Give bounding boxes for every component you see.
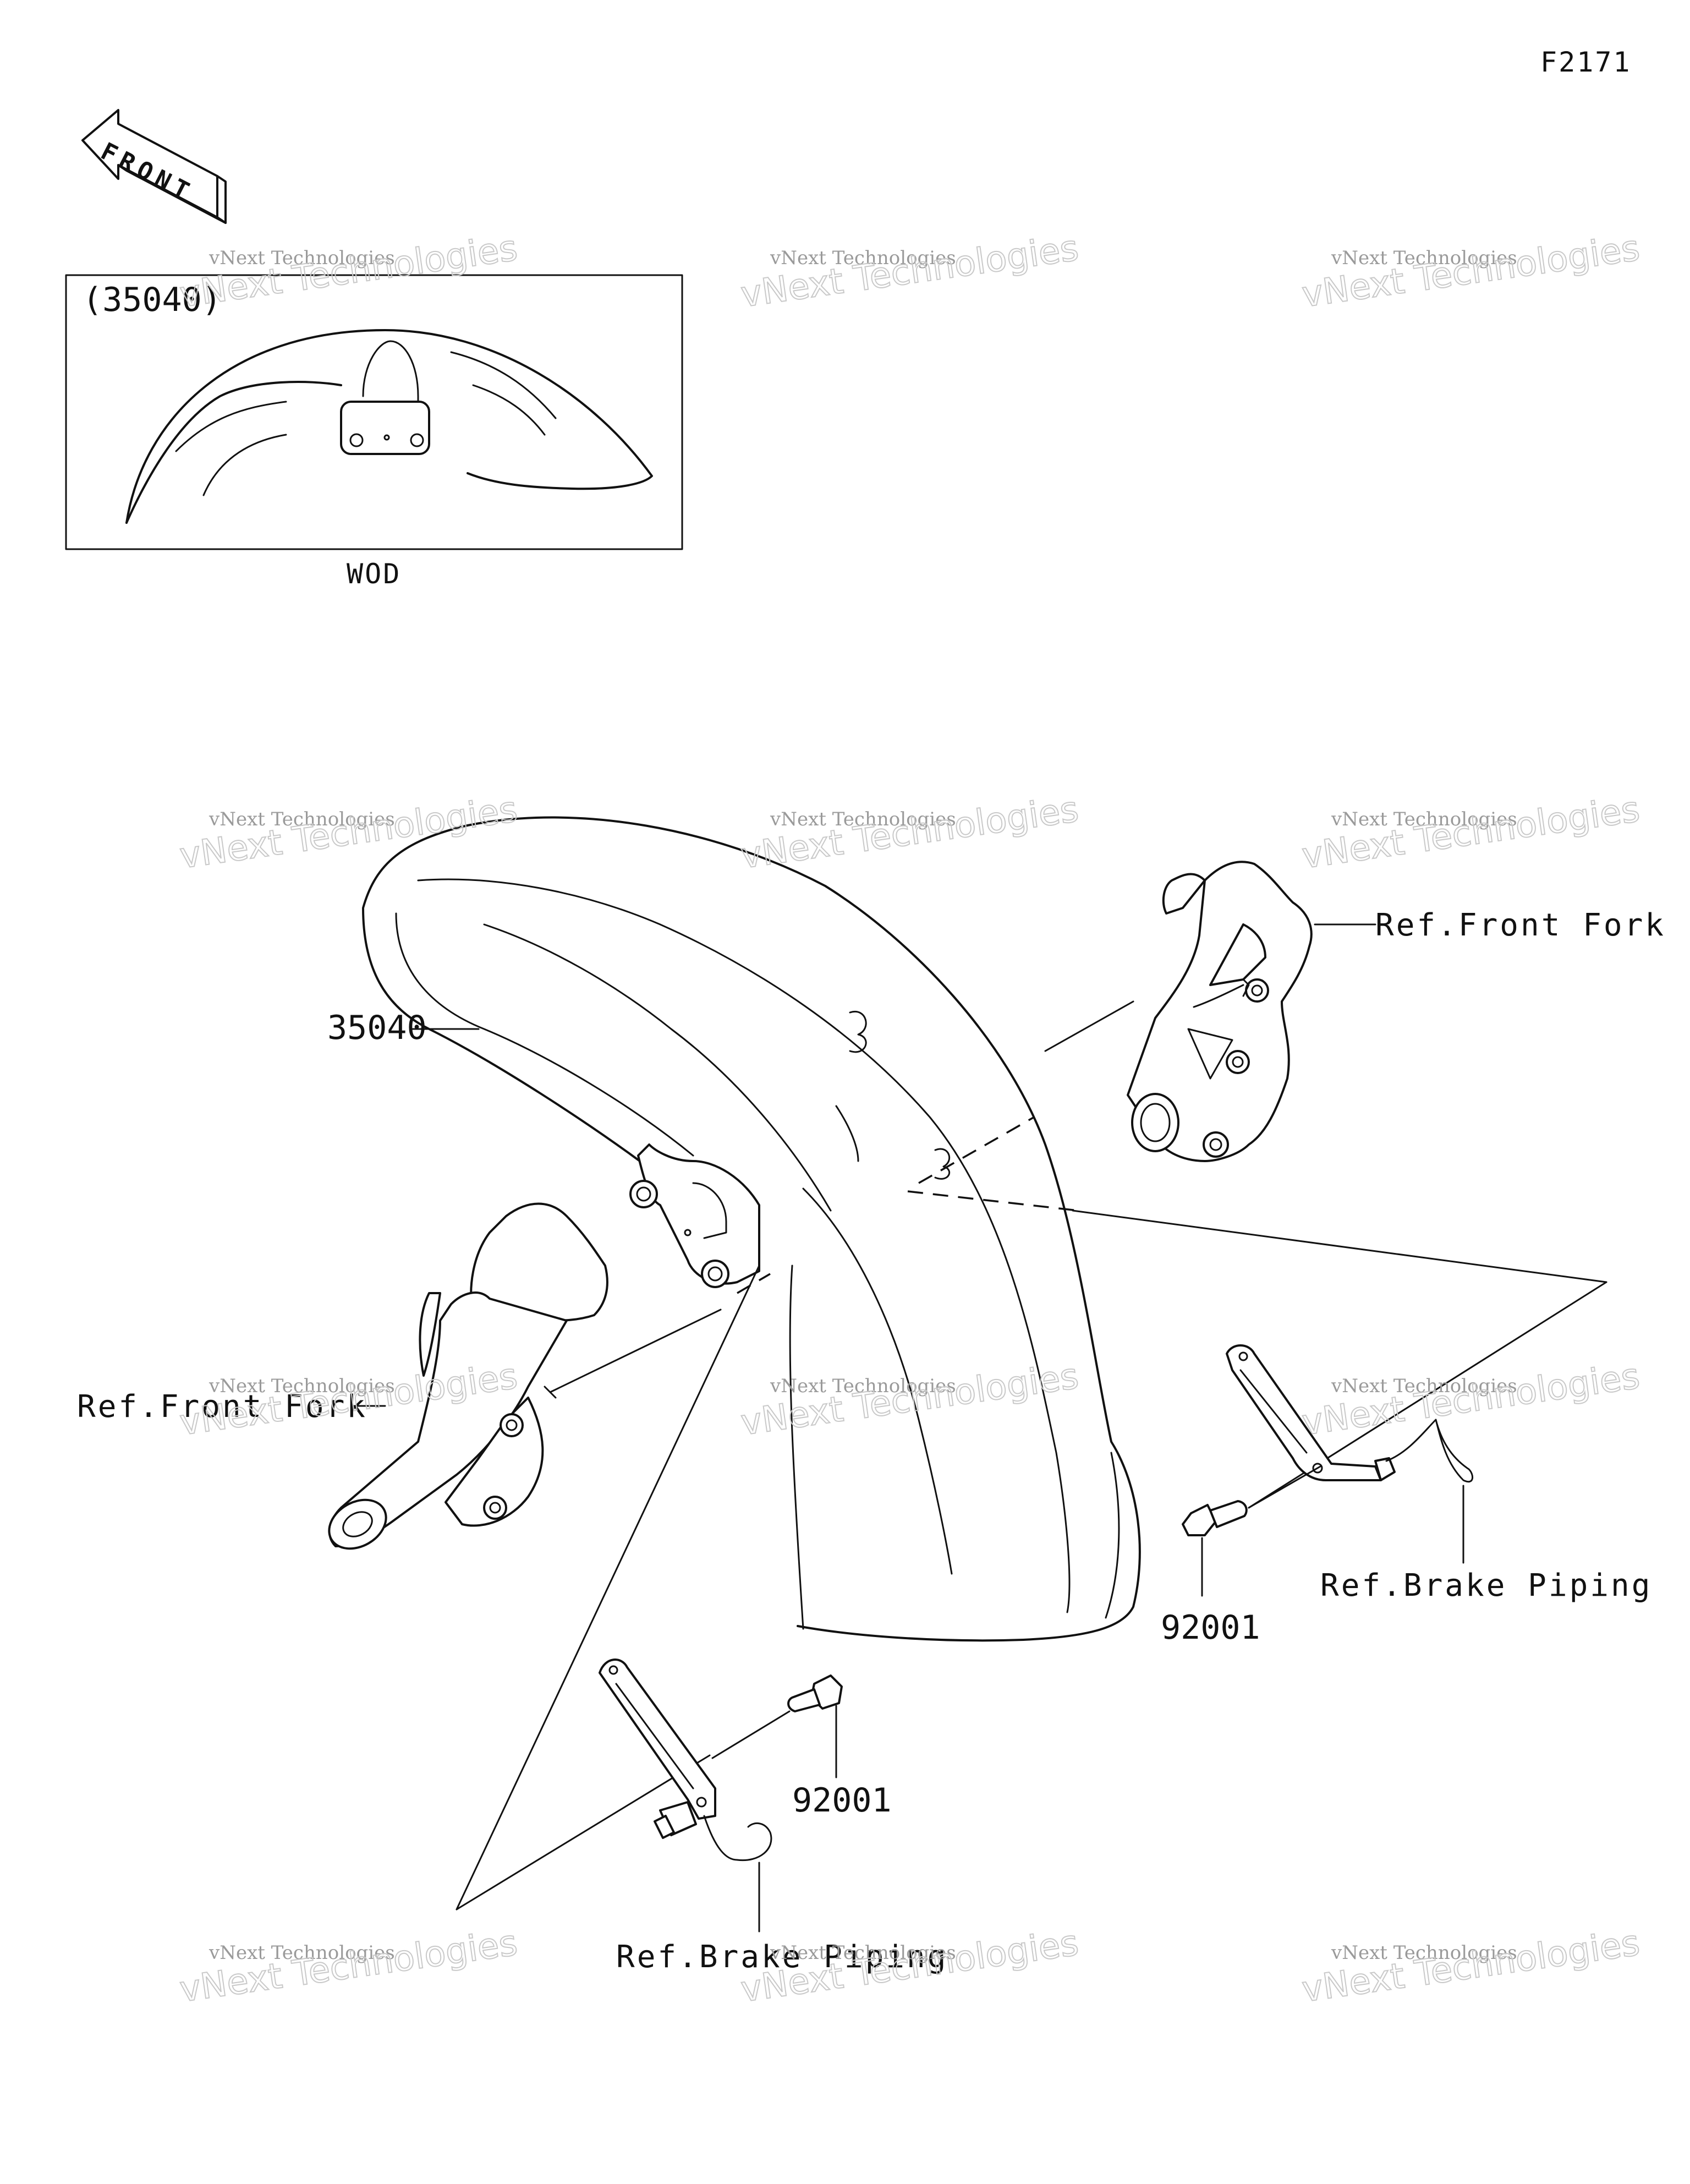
svg-text:vNext Technologies: vNext Technologies bbox=[1331, 1942, 1517, 1964]
part-number-92001-right: 92001 bbox=[1161, 1608, 1260, 1647]
svg-text:vNext Technologies: vNext Technologies bbox=[770, 247, 956, 269]
svg-text:vNext Technologies: vNext Technologies bbox=[738, 228, 1081, 315]
leader-lines bbox=[456, 1000, 1607, 1911]
svg-text:vNext Technologies: vNext Technologies bbox=[1299, 1356, 1642, 1443]
front-direction-arrow-icon: FRONT bbox=[81, 109, 227, 224]
inset-fender-drawing bbox=[125, 329, 653, 524]
svg-text:vNext Technologies: vNext Technologies bbox=[770, 1942, 956, 1964]
front-fender: 35040 bbox=[327, 816, 1141, 1642]
svg-text:vNext Technologies: vNext Technologies bbox=[1299, 228, 1642, 315]
watermark: vNext Technologies vNext Technologies bbox=[1299, 227, 1643, 316]
bolt-92001-right: 92001 bbox=[1161, 1465, 1321, 1647]
part-number-92001-lower: 92001 bbox=[792, 1781, 892, 1820]
inset-box: (35040) WOD bbox=[65, 274, 683, 590]
right-brake-pipe-bracket: Ref.Brake Piping bbox=[1226, 1344, 1652, 1603]
ref-front-fork-left: Ref.Front Fork bbox=[77, 1389, 367, 1425]
watermark: vNext Technologies vNext Technologies bbox=[177, 227, 520, 316]
ref-brake-piping-right: Ref.Brake Piping bbox=[1320, 1568, 1652, 1603]
left-front-fork: Ref.Front Fork bbox=[77, 1202, 608, 1550]
svg-text:vNext Technologies: vNext Technologies bbox=[770, 808, 956, 830]
lower-brake-pipe-bracket: Ref.Brake Piping bbox=[599, 1658, 948, 1975]
watermark: vNext Technologies vNext Technologies bbox=[177, 1922, 520, 2011]
watermarks: vNext Technologies vNext Technologies vN… bbox=[177, 227, 1643, 2011]
inset-part-number: (35040) bbox=[83, 281, 222, 319]
svg-text:vNext Technologies: vNext Technologies bbox=[208, 247, 395, 269]
watermark: vNext Technologies vNext Technologies bbox=[738, 789, 1082, 877]
svg-text:vNext Technologies: vNext Technologies bbox=[177, 789, 520, 877]
right-front-fork: Ref.Front Fork bbox=[1127, 861, 1666, 1162]
svg-text:vNext Technologies: vNext Technologies bbox=[1299, 1923, 1642, 2010]
part-number-35040: 35040 bbox=[327, 1009, 427, 1047]
svg-text:vNext Technologies: vNext Technologies bbox=[770, 1375, 956, 1397]
ref-brake-piping-lower: Ref.Brake Piping bbox=[616, 1939, 948, 1975]
svg-text:vNext Technologies: vNext Technologies bbox=[738, 789, 1081, 877]
diagram-code: F2171 bbox=[1540, 46, 1632, 78]
svg-text:vNext Technologies: vNext Technologies bbox=[1331, 1375, 1517, 1397]
svg-text:vNext Technologies: vNext Technologies bbox=[208, 808, 395, 830]
ref-front-fork-right: Ref.Front Fork bbox=[1375, 907, 1666, 943]
bolt-92001-lower: 92001 bbox=[711, 1674, 892, 1820]
svg-text:vNext Technologies: vNext Technologies bbox=[738, 1923, 1081, 2010]
inset-caption: WOD bbox=[347, 558, 401, 590]
watermark: vNext Technologies vNext Technologies bbox=[738, 227, 1082, 316]
svg-text:vNext Technologies: vNext Technologies bbox=[208, 1375, 395, 1397]
svg-text:vNext Technologies: vNext Technologies bbox=[177, 1923, 520, 2010]
watermark: vNext Technologies vNext Technologies bbox=[177, 789, 520, 877]
svg-text:vNext Technologies: vNext Technologies bbox=[1331, 808, 1517, 830]
watermark: vNext Technologies vNext Technologies bbox=[738, 1922, 1082, 2011]
svg-text:vNext Technologies: vNext Technologies bbox=[1299, 789, 1642, 877]
watermark: vNext Technologies vNext Technologies bbox=[1299, 789, 1643, 877]
svg-text:vNext Technologies: vNext Technologies bbox=[177, 228, 520, 315]
svg-text:vNext Technologies: vNext Technologies bbox=[1331, 247, 1517, 269]
watermark: vNext Technologies vNext Technologies bbox=[1299, 1355, 1643, 1444]
svg-text:vNext Technologies: vNext Technologies bbox=[208, 1942, 395, 1964]
watermark: vNext Technologies vNext Technologies bbox=[1299, 1922, 1643, 2011]
